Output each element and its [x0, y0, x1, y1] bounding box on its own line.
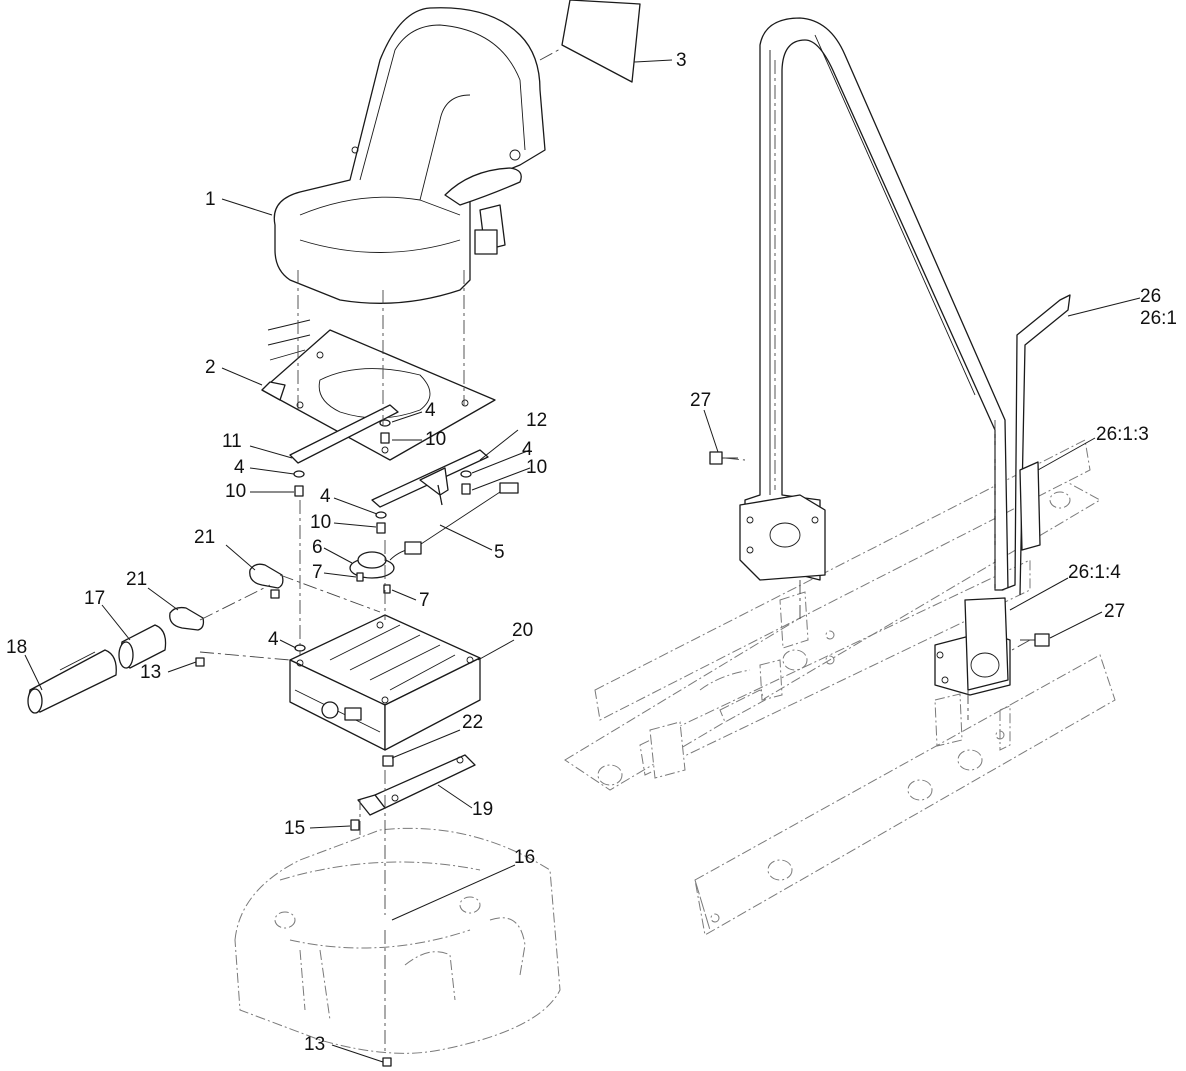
roll-bar-upper-bracket [739, 494, 826, 581]
callout-10-c: 10 [526, 457, 547, 478]
callout-7-b: 7 [419, 590, 430, 611]
callout-4-c: 4 [522, 439, 533, 460]
callout-21-b: 21 [126, 569, 147, 590]
callout-1: 1 [205, 189, 216, 210]
seat-suspension [289, 614, 481, 751]
roll-bar [709, 17, 1071, 696]
hardware [195, 419, 472, 1067]
callout-12: 12 [526, 410, 547, 431]
frame-rails [564, 439, 1116, 936]
callout-27-b: 27 [1104, 601, 1125, 622]
callout-labels: 1 2 3 4 4 4 4 4 5 6 7 7 10 10 10 10 11 1… [6, 50, 1177, 1055]
clamps [169, 563, 284, 631]
callout-18: 18 [6, 637, 27, 658]
callout-4-e: 4 [268, 629, 279, 650]
roll-bar-decal [1019, 461, 1041, 551]
tube-and-holder [27, 624, 167, 714]
callout-6: 6 [312, 537, 323, 558]
seat-base-pan [234, 827, 561, 1054]
callout-26-1-3: 26:1:3 [1096, 424, 1149, 445]
bolt-27-lower [1020, 633, 1050, 647]
callout-27-a: 27 [690, 390, 711, 411]
callout-16: 16 [514, 847, 535, 868]
callout-17: 17 [84, 588, 105, 609]
callout-10-b: 10 [225, 481, 246, 502]
seat-bracket [261, 319, 496, 461]
callout-22: 22 [462, 712, 483, 733]
callout-26-1-4: 26:1:4 [1068, 562, 1121, 583]
wire-harness [389, 482, 519, 561]
callout-15: 15 [284, 818, 305, 839]
bracket-19 [357, 754, 476, 816]
callout-10-d: 10 [310, 512, 331, 533]
callout-20: 20 [512, 620, 533, 641]
decal-3 [561, 0, 641, 83]
callout-3: 3 [676, 50, 687, 71]
callout-7-a: 7 [312, 562, 323, 583]
bolt-27-upper [709, 451, 738, 465]
callout-21-a: 21 [194, 527, 215, 548]
alignment-lines [199, 47, 1031, 1055]
callout-26-1: 26:1 [1140, 308, 1177, 329]
callout-11: 11 [222, 431, 242, 452]
callout-13-a: 13 [140, 662, 161, 683]
callout-19: 19 [472, 799, 493, 820]
callout-26: 26 [1140, 286, 1161, 307]
callout-5: 5 [494, 542, 505, 563]
leader-lines [24, 59, 1141, 1063]
callout-13-b: 13 [304, 1034, 325, 1055]
callout-4-d: 4 [320, 486, 331, 507]
callout-4-b: 4 [234, 457, 245, 478]
seat [273, 7, 546, 304]
callout-10-a: 10 [425, 429, 446, 450]
slide-rails [289, 404, 489, 508]
callout-2: 2 [205, 357, 216, 378]
callout-4-a: 4 [425, 400, 436, 421]
